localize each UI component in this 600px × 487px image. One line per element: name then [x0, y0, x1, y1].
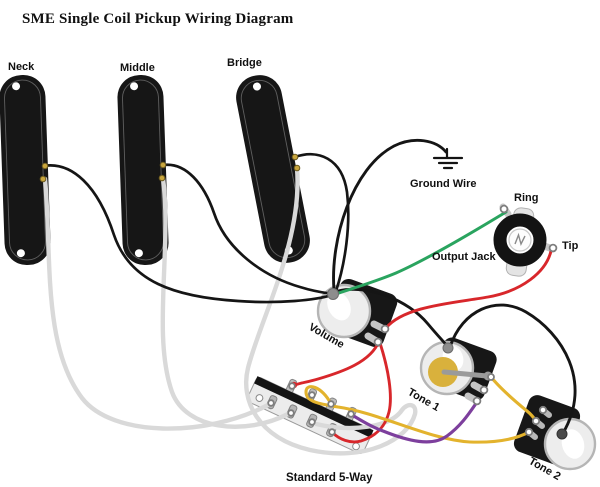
wire-ground-to-symbol-black: [332, 138, 448, 292]
pickup-middle-body: [117, 75, 169, 265]
label-ground-wire: Ground Wire: [410, 178, 477, 190]
label-tip: Tip: [562, 240, 579, 252]
pickup-neck-outline: [4, 79, 46, 261]
pickup-middle: [117, 75, 169, 265]
wire-jacktip-to-volume-red: [384, 249, 553, 330]
wire-volume-to-tone1-black: [336, 287, 450, 349]
wire-switch-to-tone2-yellow: [304, 385, 531, 444]
ground-symbol-icon: [432, 147, 464, 170]
label-output-jack: Output Jack: [432, 251, 496, 263]
volume-solder-joint: [327, 288, 339, 300]
pickup-eyelets: [39, 153, 301, 183]
wire-neck-hot-white: [42, 176, 271, 431]
label-neck: Neck: [8, 61, 35, 73]
label-middle: Middle: [120, 62, 155, 74]
switch-mount-hole: [352, 442, 360, 451]
wire-middle-ground-black: [161, 163, 335, 296]
wire-jackring-to-volume-green: [334, 210, 508, 296]
tone2-solder-joint: [556, 428, 568, 440]
mount-hole: [130, 82, 139, 91]
tone2-pot: [513, 395, 597, 471]
pickup-bridge-body: [236, 75, 310, 263]
switch-lug-rings: [267, 382, 355, 436]
pickup-middle-outline: [122, 79, 164, 261]
wire-switch-to-tone1-purple: [350, 400, 479, 444]
jack-spring-icon: [514, 232, 526, 246]
label-bridge: Bridge: [227, 57, 262, 69]
label-selector-switch: Standard 5-Way: [286, 472, 373, 484]
switch-mount-hole: [255, 394, 264, 402]
pickup-bridge-outline: [240, 79, 306, 259]
wire-bridge-ground-black: [293, 152, 350, 293]
mount-hole: [252, 82, 261, 91]
mount-hole: [134, 249, 143, 258]
tone2-highlight: [561, 429, 585, 459]
pickup-neck-body: [0, 75, 51, 265]
volume-pot: [316, 278, 398, 348]
tone1-pot: [419, 337, 497, 405]
wire-tone1-to-tone2-black: [448, 303, 577, 435]
component-lug-rings: [373, 204, 558, 437]
switch-body-bar: [254, 376, 374, 438]
wire-neck-ground-black: [41, 164, 334, 304]
wire-tone1-to-tone2-yellow: [489, 375, 538, 423]
tone1-solder-joint: [442, 342, 454, 354]
pickup-bridge: [236, 75, 310, 263]
wire-middle-hot-white: [160, 175, 291, 429]
pickup-neck: [0, 75, 51, 265]
mount-hole: [12, 82, 21, 91]
wire-bridge-hot-white: [244, 165, 418, 456]
diagram-title: SME Single Coil Pickup Wiring Diagram: [22, 11, 294, 27]
wire-volume-to-switch-red-a: [293, 339, 381, 387]
mount-hole: [16, 249, 25, 258]
tone1-wiper-arm: [441, 369, 490, 379]
label-ring: Ring: [514, 192, 538, 204]
